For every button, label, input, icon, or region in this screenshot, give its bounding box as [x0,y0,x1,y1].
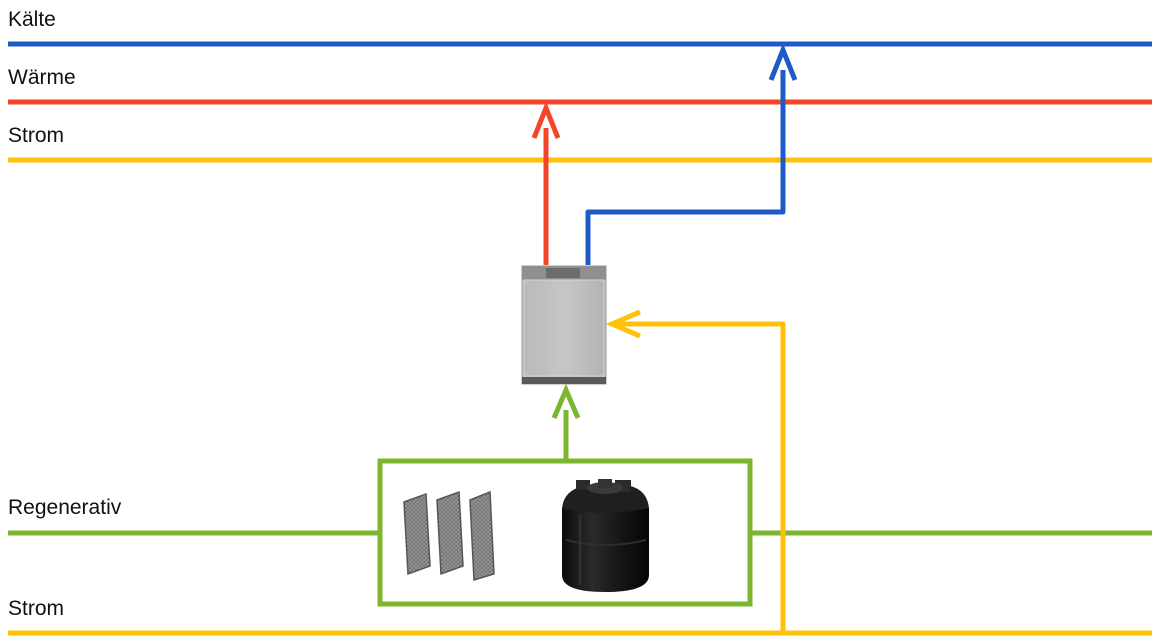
power-feed-arrowhead [605,309,641,339]
cold-supply-connector [585,70,786,265]
regenerative-feed-arrowhead [551,383,581,419]
solar-air-absorber-icon [403,490,495,581]
strom-top-label: Strom [8,124,65,147]
ice-storage-tank-icon [562,479,649,592]
strom-bottom-label: Strom [8,597,65,620]
waerme-label: Wärme [8,66,76,89]
heat-pump-icon [521,265,607,385]
heat-supply-arrowhead [531,101,561,139]
power-feed-connector [618,321,786,633]
kaelte-label: Kälte [8,8,56,31]
cold-supply-arrowhead [768,43,798,81]
regenerativ-label: Regenerativ [8,496,122,519]
